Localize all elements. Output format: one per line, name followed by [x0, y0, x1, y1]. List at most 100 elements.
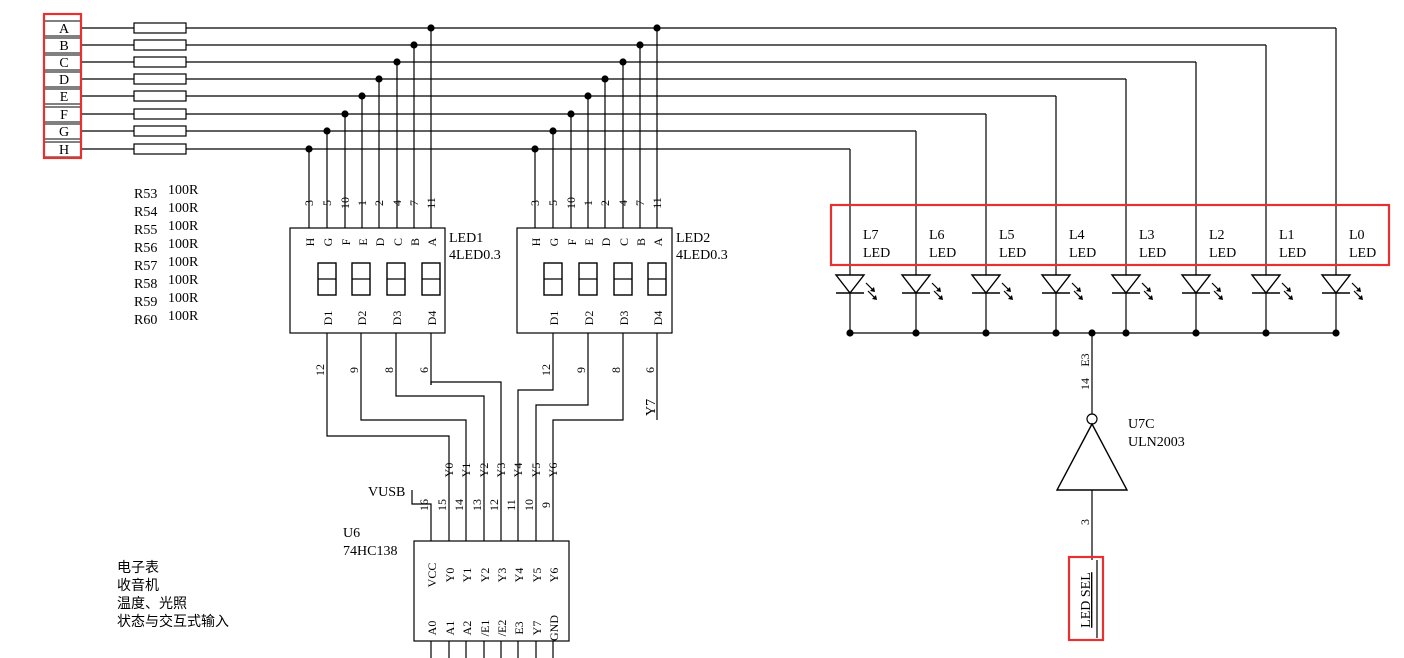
- digit-label: D1: [321, 311, 335, 326]
- driver-inversion-bubble: [1086, 413, 1098, 425]
- bus-pin-label: D: [59, 73, 69, 88]
- resistor-ref: R56: [134, 241, 157, 256]
- junction-dot: [358, 92, 366, 100]
- decoder-top-pin: Y0: [443, 568, 457, 583]
- decoder-pin-number: 14: [452, 499, 466, 511]
- digit-label: D1: [547, 311, 561, 326]
- led-arrowhead: [1356, 287, 1361, 292]
- segment-label: H: [529, 237, 543, 246]
- segment-label: C: [391, 238, 405, 246]
- junction-dot: [619, 58, 627, 66]
- resistor-value: 100R: [168, 201, 199, 216]
- junction-dot: [427, 24, 435, 32]
- segment-label: D: [373, 237, 387, 246]
- led-arrowhead: [936, 287, 941, 292]
- segment-pin-number: 3: [528, 200, 542, 206]
- segment-label: F: [565, 238, 579, 245]
- led-arrowhead: [1286, 287, 1291, 292]
- driver-net-label: E3: [1078, 353, 1092, 366]
- decoder-part: 74HC138: [343, 544, 397, 559]
- segment-pin-number: 5: [546, 200, 560, 206]
- digit-route: [360, 385, 467, 488]
- driver-part: ULN2003: [1128, 435, 1185, 450]
- bus-pin-label: G: [59, 125, 69, 140]
- digit-route: [517, 385, 554, 488]
- decoder-bottom-pin: A2: [460, 621, 474, 636]
- resistor-body: [133, 22, 187, 34]
- resistor-value: 100R: [168, 309, 199, 324]
- resistor-body: [133, 108, 187, 120]
- digit-pin-number: 12: [539, 364, 553, 376]
- decoder-pin-number: 16: [417, 499, 431, 511]
- highlight-led-sel: [1067, 555, 1105, 642]
- led-arrowhead: [1218, 295, 1223, 300]
- digit-label: D2: [355, 311, 369, 326]
- junction-dot: [636, 41, 644, 49]
- led-arrowhead: [1358, 295, 1363, 300]
- bus-pin-label: H: [59, 143, 69, 158]
- resistor-body: [133, 143, 187, 155]
- led-name: L3: [1139, 228, 1155, 243]
- resistor-ref: R54: [134, 205, 157, 220]
- led-diode-icon: [900, 274, 932, 295]
- digit-label: D2: [582, 311, 596, 326]
- led-diode-icon: [1180, 274, 1212, 295]
- decoder-net-label: Y4: [511, 463, 525, 478]
- led-diode-icon: [1320, 274, 1352, 295]
- decoder-bottom-pin: /E2: [495, 620, 509, 637]
- resistor-value: 100R: [168, 255, 199, 270]
- decoder-net-label: Y3: [494, 463, 508, 478]
- digit-label: D3: [617, 311, 631, 326]
- resistor-body: [133, 125, 187, 137]
- junction-dot: [601, 75, 609, 83]
- led-type: LED: [1209, 246, 1236, 261]
- digit-pin-number: 6: [417, 367, 431, 373]
- resistor-value: 100R: [168, 219, 199, 234]
- led-type: LED: [1279, 246, 1306, 261]
- resistor-value: 100R: [168, 237, 199, 252]
- decoder-net-label: Y0: [442, 463, 456, 478]
- segment-pin-number: 3: [302, 200, 316, 206]
- segment-pin-number: 1: [581, 200, 595, 206]
- driver-ref: U7C: [1128, 417, 1154, 432]
- highlight-bus-pins: [42, 12, 83, 160]
- decoder-pin-number: 9: [539, 502, 553, 508]
- segment-label: A: [651, 237, 665, 246]
- display-ref: LED1: [449, 231, 483, 246]
- segment-label: A: [425, 237, 439, 246]
- decoder-bottom-pin: /E1: [478, 620, 492, 637]
- decoder-top-pin: Y4: [512, 568, 526, 583]
- resistor-ref: R55: [134, 223, 157, 238]
- led-type: LED: [999, 246, 1026, 261]
- digit-label: D3: [390, 311, 404, 326]
- decoder-top-pin: Y2: [478, 568, 492, 583]
- decoder-bottom-pin: E3: [512, 621, 526, 634]
- decoder-bottom-pin: A0: [425, 621, 439, 636]
- junction-dot: [584, 92, 592, 100]
- resistor-body: [133, 90, 187, 102]
- note-text: 收音机: [117, 577, 159, 594]
- digit-pin-number: 9: [574, 367, 588, 373]
- segment-pin-number: 7: [407, 200, 421, 206]
- segment-label: E: [582, 238, 596, 245]
- digit-route: [326, 385, 450, 488]
- resistor-value: 100R: [168, 273, 199, 288]
- decoder-pin-number: 13: [470, 499, 484, 511]
- led-type: LED: [929, 246, 956, 261]
- decoder-ref: U6: [343, 526, 360, 541]
- resistor-ref: R57: [134, 259, 157, 274]
- led-arrowhead: [1288, 295, 1293, 300]
- led-type: LED: [1139, 246, 1166, 261]
- digit-pin-number: 8: [382, 367, 396, 373]
- segment-pin-number: 2: [598, 200, 612, 206]
- led-diode-icon: [834, 274, 866, 295]
- y7-net-label: Y7: [644, 399, 659, 416]
- led-type: LED: [1069, 246, 1096, 261]
- digit-route: [395, 385, 485, 488]
- junction-dot: [531, 145, 539, 153]
- led-name: L0: [1349, 228, 1365, 243]
- segment-label: B: [408, 238, 422, 246]
- resistor-value: 100R: [168, 183, 199, 198]
- junction-dot: [410, 41, 418, 49]
- decoder-top-pin: Y1: [460, 568, 474, 583]
